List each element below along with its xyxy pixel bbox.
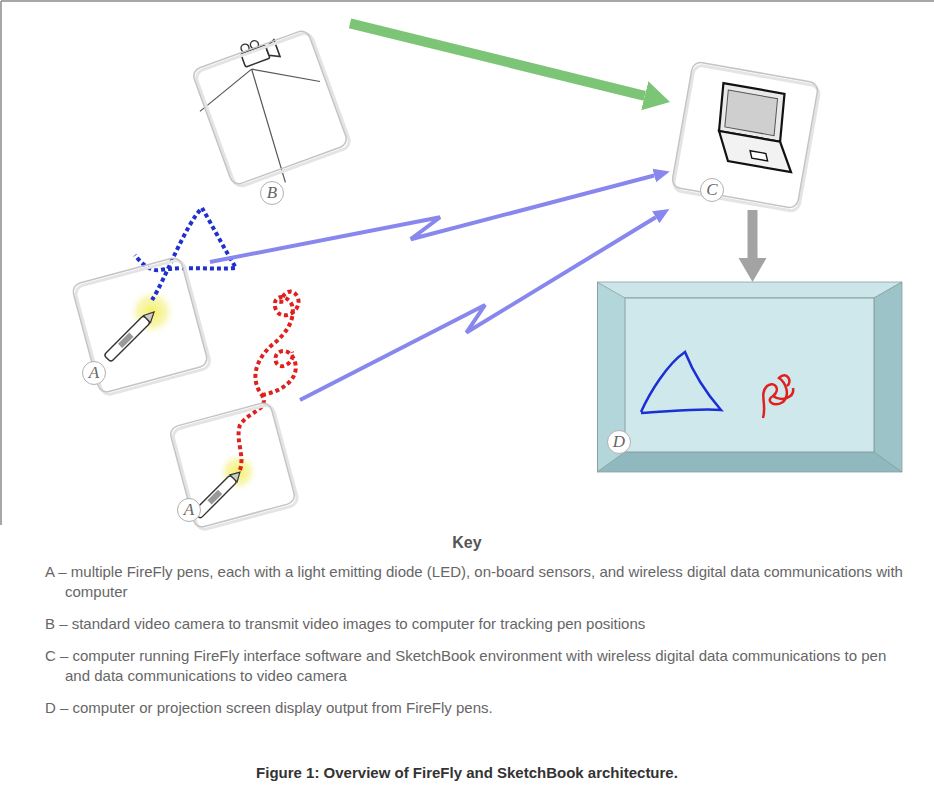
key-entry: D – computer or projection screen displa… [45, 698, 907, 718]
wireless-link-arrow [210, 176, 654, 262]
tile-outline [190, 5, 350, 210]
drawn-triangle [641, 352, 721, 413]
tile-outline [670, 60, 820, 210]
component-tile: B [190, 5, 350, 210]
pen-trace [239, 292, 299, 470]
key-entry: B – standard video camera to transmit vi… [45, 614, 907, 634]
key-heading-holder: Key [0, 534, 934, 552]
drawn-squiggle [763, 375, 793, 418]
part-letter: D [607, 430, 631, 454]
part-letter: A [177, 498, 201, 522]
caption-holder: Figure 1: Overview of FireFly and Sketch… [0, 764, 934, 781]
display-screen-box: D [597, 282, 902, 472]
key-entry: C – computer running FireFly interface s… [45, 646, 907, 686]
key-list: A – multiple FireFly pens, each with a l… [45, 562, 907, 730]
screen-outline [597, 282, 902, 472]
key-heading: Key [0, 534, 934, 552]
key-entry: A – multiple FireFly pens, each with a l… [45, 562, 907, 602]
part-letter: B [260, 181, 284, 205]
laptop-computer [710, 83, 804, 172]
data-link-arrow [350, 23, 645, 95]
display-output-arrow [748, 210, 758, 258]
firefly-pen [104, 288, 176, 362]
component-tile: A [70, 255, 210, 395]
component-tile: A [165, 400, 300, 530]
component-tile: C [670, 60, 820, 210]
part-letter: C [700, 178, 724, 202]
firefly-pen [193, 452, 258, 519]
part-letter: A [82, 361, 106, 385]
pen-trace [135, 208, 236, 300]
page-frame [1, 1, 934, 525]
figure-caption: Figure 1: Overview of FireFly and Sketch… [0, 764, 934, 781]
